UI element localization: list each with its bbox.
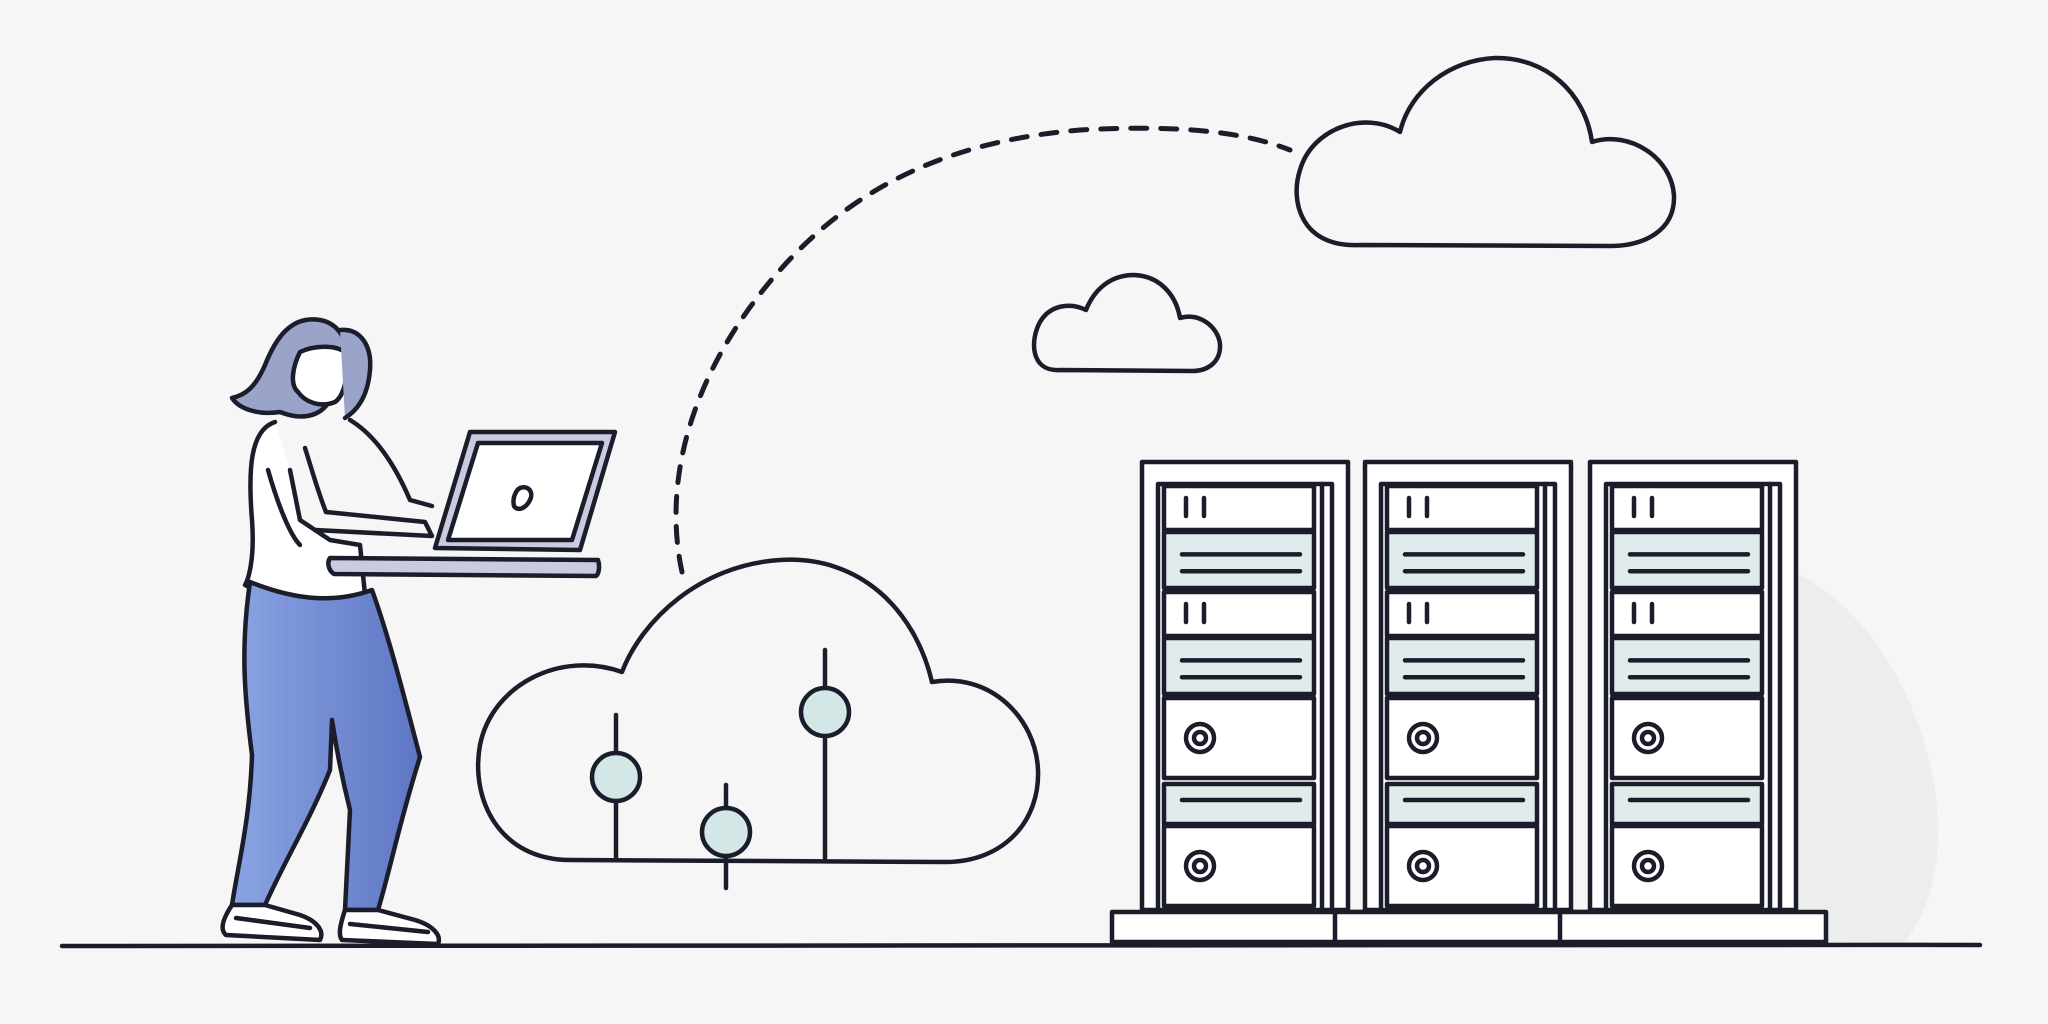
background-hill	[1790, 570, 1939, 942]
server-slot	[1609, 589, 1765, 639]
power-button-core	[1639, 729, 1657, 747]
server-slot	[1609, 483, 1765, 533]
server-racks	[1109, 459, 1829, 945]
server-slot	[1161, 781, 1317, 827]
power-button-core	[1191, 857, 1209, 875]
server-slot	[1161, 589, 1317, 639]
cloud-icon	[475, 557, 1041, 891]
rack-base	[1557, 909, 1829, 945]
power-button-core	[1414, 729, 1432, 747]
network-node	[699, 805, 753, 859]
connection-arc	[673, 125, 1293, 575]
server-slot	[1609, 635, 1765, 697]
cloud-icon	[1294, 55, 1677, 249]
server-slot	[1384, 483, 1540, 533]
server-slot	[1384, 635, 1540, 697]
server-slot	[1384, 589, 1540, 639]
server-slot	[1161, 635, 1317, 697]
server-slot	[1384, 529, 1540, 591]
cloud-icon	[1031, 272, 1223, 374]
ground-line	[59, 942, 1983, 949]
power-button-core	[1191, 729, 1209, 747]
network-node	[589, 750, 643, 804]
network-node	[798, 685, 852, 739]
server-slot	[1609, 781, 1765, 827]
person-icon	[220, 317, 442, 947]
power-button-core	[1414, 857, 1432, 875]
laptop-icon	[326, 429, 618, 579]
power-button-core	[1639, 857, 1657, 875]
server-slot	[1161, 483, 1317, 533]
server-slot	[1609, 823, 1765, 909]
server-slot	[1384, 781, 1540, 827]
server-slot	[1609, 529, 1765, 591]
server-slot	[1161, 529, 1317, 591]
